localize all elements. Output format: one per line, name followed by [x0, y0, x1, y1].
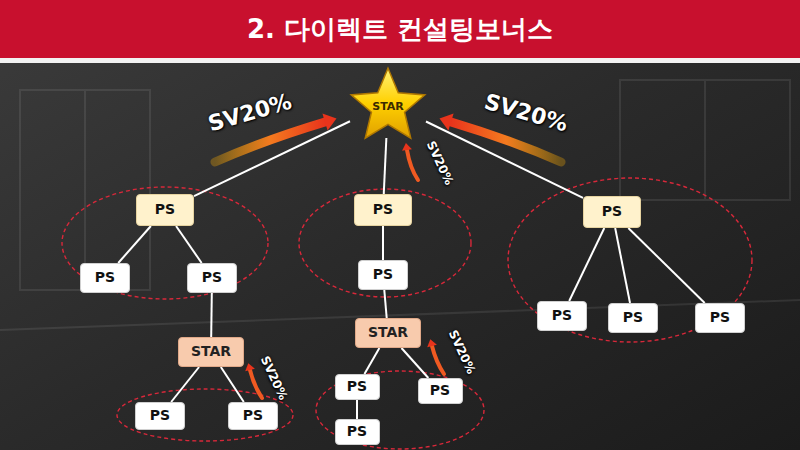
- node-label: PS: [243, 408, 263, 423]
- connector: [615, 228, 630, 303]
- group-ellipse: [316, 371, 484, 449]
- window-bar: [84, 90, 86, 290]
- connector: [569, 228, 604, 301]
- connector: [401, 348, 428, 378]
- star-outline: [351, 68, 425, 138]
- group-ellipse: [299, 189, 471, 297]
- bonus-arrow: [250, 370, 262, 398]
- member-box: PS: [608, 303, 658, 333]
- group-outlines: [62, 178, 752, 449]
- member-box: PS: [335, 419, 380, 445]
- title-bar-text: 2. 다이렉트 컨설팅보너스: [0, 0, 800, 58]
- connector: [384, 290, 386, 318]
- node-label: PS: [373, 202, 393, 217]
- connector: [384, 138, 387, 194]
- node-label: PS: [202, 270, 222, 285]
- arrow-head: [402, 143, 412, 151]
- connector: [221, 367, 244, 402]
- node-label: PS: [95, 270, 115, 285]
- sponsor-box: PS: [583, 196, 641, 228]
- node-label: PS: [710, 310, 730, 325]
- arrow-head: [245, 363, 255, 371]
- connector: [171, 367, 199, 402]
- node-label: PS: [150, 408, 170, 423]
- member-box: PS: [358, 260, 408, 290]
- member-box: PS: [228, 402, 278, 430]
- star-box: STAR: [355, 318, 421, 348]
- connector: [364, 348, 379, 374]
- connector: [118, 226, 151, 263]
- node-label: PS: [347, 379, 367, 394]
- window-frame: [620, 80, 790, 200]
- title: 2. 다이렉트 컨설팅보너스: [247, 12, 553, 47]
- member-box: PS: [335, 374, 380, 400]
- member-box: PS: [695, 303, 745, 333]
- node-label: PS: [623, 310, 643, 325]
- arrow-head: [427, 339, 437, 347]
- member-box: PS: [135, 402, 185, 430]
- node-label: PS: [373, 267, 393, 282]
- node-label: PS: [430, 383, 450, 398]
- window-bar: [704, 80, 706, 200]
- bonus-arrow: [432, 346, 444, 374]
- window-frame: [20, 90, 150, 290]
- title-rule: [0, 58, 800, 63]
- group-ellipse: [508, 178, 752, 342]
- sponsor-box: PS: [354, 194, 412, 226]
- node-label: PS: [602, 204, 622, 219]
- node-label: PS: [552, 308, 572, 323]
- node-label: STAR: [191, 344, 231, 359]
- connector: [356, 400, 358, 419]
- member-box: PS: [187, 263, 237, 293]
- member-box: PS: [80, 263, 130, 293]
- connector: [210, 293, 213, 337]
- member-box: PS: [418, 378, 463, 404]
- group-ellipse: [117, 389, 293, 441]
- connector: [628, 228, 704, 303]
- connector: [382, 226, 384, 260]
- member-box: PS: [537, 301, 587, 331]
- node-label: STAR: [368, 325, 408, 340]
- connector: [176, 226, 202, 263]
- star-box: STAR: [178, 337, 244, 367]
- node-label: PS: [155, 202, 175, 217]
- node-label: STAR: [372, 101, 404, 113]
- group-ellipse: [62, 187, 268, 299]
- star-node: STAR: [350, 68, 426, 138]
- bonus-arrow: [407, 150, 418, 180]
- sponsor-box: PS: [136, 194, 194, 226]
- node-label: PS: [347, 424, 367, 439]
- title-bar: [0, 0, 800, 58]
